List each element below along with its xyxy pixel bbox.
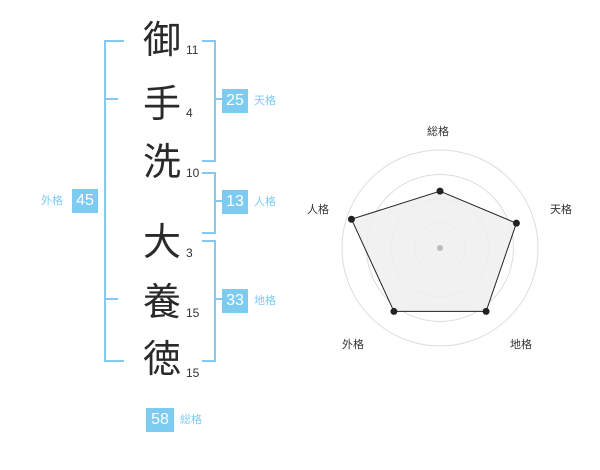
- bracket-tick: [106, 298, 118, 300]
- jinkaku-bracket: [202, 172, 216, 234]
- bracket-tick: [214, 298, 222, 300]
- radar-ring: [341, 149, 539, 347]
- radar-point: [347, 215, 355, 223]
- gaikaku-bracket: [104, 40, 124, 362]
- stroke-count: 10: [186, 166, 200, 180]
- tenkaku-badge: 25: [222, 89, 248, 113]
- radar-axis-label: 総格: [427, 125, 449, 138]
- chikaku-badge: 33: [222, 289, 248, 313]
- radar-point: [436, 187, 444, 195]
- soukaku-badge: 58: [146, 408, 174, 432]
- tenkaku-label: 天格: [254, 94, 276, 107]
- stroke-count: 15: [186, 306, 200, 320]
- radar-point: [482, 307, 490, 315]
- chikaku-bracket: [202, 240, 216, 362]
- soukaku-label: 総格: [180, 413, 202, 426]
- radar-point: [512, 219, 520, 227]
- stroke-count: 11: [186, 43, 199, 57]
- name-character: 大: [142, 220, 181, 264]
- tenkaku-bracket: [202, 40, 216, 162]
- stroke-count: 3: [186, 246, 193, 260]
- name-character: 徳: [142, 337, 181, 381]
- jinkaku-label: 人格: [254, 195, 276, 208]
- name-character: 手: [142, 82, 181, 126]
- stroke-count: 15: [186, 366, 200, 380]
- radar-axis-label: 外格: [342, 338, 364, 351]
- bracket-tick: [106, 98, 118, 100]
- jinkaku-badge: 13: [222, 190, 248, 214]
- radar-polygon: [350, 190, 518, 312]
- radar-axis-label: 天格: [550, 203, 572, 216]
- radar-axis-label: 地格: [510, 338, 532, 351]
- radar-point: [390, 307, 398, 315]
- radar-center-dot: [437, 245, 443, 251]
- gaikaku-badge: 45: [72, 189, 98, 213]
- gaikaku-label: 外格: [41, 194, 63, 207]
- name-character: 養: [142, 280, 181, 324]
- name-character: 洗: [142, 140, 181, 184]
- name-character: 御: [142, 18, 181, 62]
- stroke-count: 4: [186, 106, 193, 120]
- bracket-tick: [214, 98, 222, 100]
- bracket-tick: [214, 200, 222, 202]
- radar-axis-label: 人格: [307, 203, 329, 216]
- chikaku-label: 地格: [254, 294, 276, 307]
